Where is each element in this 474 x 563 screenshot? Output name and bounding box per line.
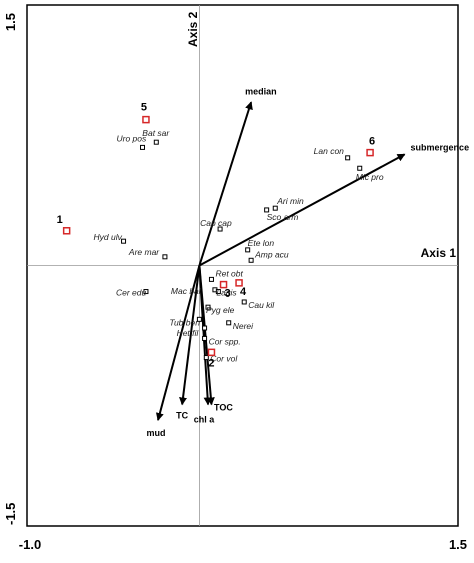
species-label-lagis: Lagis <box>216 288 237 298</box>
species-point-lan-con <box>345 155 351 161</box>
species-point-uro-pos <box>140 144 146 150</box>
species-label-mic-pro: Mic pro <box>356 172 384 182</box>
species-label-pyg-ele: Pyg ele <box>206 305 235 315</box>
arrow-submergence <box>198 153 406 267</box>
x-tick-min: -1.0 <box>19 537 41 552</box>
site-label-6: 6 <box>369 136 375 148</box>
species-point-ari-min <box>272 205 278 211</box>
species-label-cor-spp: Cor spp. <box>209 336 241 346</box>
y-tick-max: 1.5 <box>3 13 18 31</box>
species-label-mac-bal: Mac bal <box>171 286 202 296</box>
arrow-label-tc: TC <box>176 410 188 420</box>
species-point-cor-vol <box>203 355 209 361</box>
species-label-cau-kil: Cau kil <box>248 300 275 310</box>
species-label-cap-cap: Cap cap <box>200 218 232 228</box>
site-label-1: 1 <box>57 214 63 226</box>
x-tick-max: 1.5 <box>449 537 467 552</box>
species-point-hyd-ulv <box>121 238 127 244</box>
site-point-2 <box>207 348 216 357</box>
site-point-6 <box>366 148 374 157</box>
species-label-sco-arm: Sco arm <box>267 212 299 222</box>
arrow-label-median: median <box>245 86 277 96</box>
arrow-label-submergence: submergence <box>411 142 470 152</box>
site-label-4: 4 <box>240 286 247 298</box>
species-label-cer-edu: Cer edu <box>116 288 147 298</box>
site-point-4 <box>235 279 243 287</box>
species-label-het-fil: Het fil <box>177 328 200 338</box>
arrow-label-toc: TOC <box>214 402 233 412</box>
species-point-cau-kil <box>241 299 247 305</box>
site-point-5 <box>142 115 150 124</box>
arrow-median <box>198 101 253 266</box>
species-point-cer-edu <box>143 289 149 295</box>
site-point-1 <box>62 227 71 235</box>
species-point-amp-acu <box>248 257 254 263</box>
species-point-ete-lon <box>245 247 251 253</box>
species-point-nerei <box>226 320 232 326</box>
species-label-ret-obt: Ret obt <box>215 268 243 278</box>
species-point-het-fil <box>202 325 208 331</box>
species-label-amp-acu: Amp acu <box>254 249 289 259</box>
species-label-hyd-ulv: Hyd ulv <box>94 232 123 242</box>
species-point-ret-obt <box>208 276 214 282</box>
site-label-2: 2 <box>208 357 214 369</box>
species-label-ari-min: Ari min <box>276 196 304 206</box>
species-point-are-mar <box>162 254 168 260</box>
species-label-are-mar: Are mar <box>128 247 160 257</box>
species-point-cap-cap <box>217 226 223 232</box>
species-point-mic-pro <box>357 165 363 171</box>
species-point-tub-ben <box>196 316 202 322</box>
site-label-3: 3 <box>224 288 230 300</box>
arrow-label-chl-a: chl a <box>194 414 216 424</box>
species-label-nerei: Nerei <box>233 321 254 331</box>
site-point-3 <box>219 280 228 289</box>
y-tick-min: -1.5 <box>3 503 18 525</box>
species-label-bat-sar: Bat sar <box>142 128 170 138</box>
species-label-ete-lon: Ete lon <box>248 238 275 248</box>
species-point-bat-sar <box>153 139 159 145</box>
arrow-chl-a <box>198 265 212 406</box>
site-label-5: 5 <box>141 102 147 114</box>
species-label-uro-pos: Uro pos <box>117 133 148 143</box>
arrow-tc <box>179 265 201 406</box>
arrow-label-mud: mud <box>147 428 166 438</box>
species-label-lan-con: Lan con <box>314 146 345 156</box>
arrow-mud <box>155 265 201 422</box>
species-point-cor-spp <box>202 335 208 341</box>
species-point-pyg-ele <box>205 304 211 310</box>
species-label-cor-vol: Cor vol <box>210 354 238 364</box>
species-point-sco-arm <box>264 207 270 213</box>
species-label-tub-ben: Tub ben <box>169 317 200 327</box>
x-axis-title: Axis 1 <box>421 246 457 260</box>
species-point-lagis <box>215 289 221 295</box>
environmental-arrows: median submergence mud TC TOC chl a <box>147 86 470 438</box>
y-axis-title: Axis 2 <box>186 11 200 47</box>
